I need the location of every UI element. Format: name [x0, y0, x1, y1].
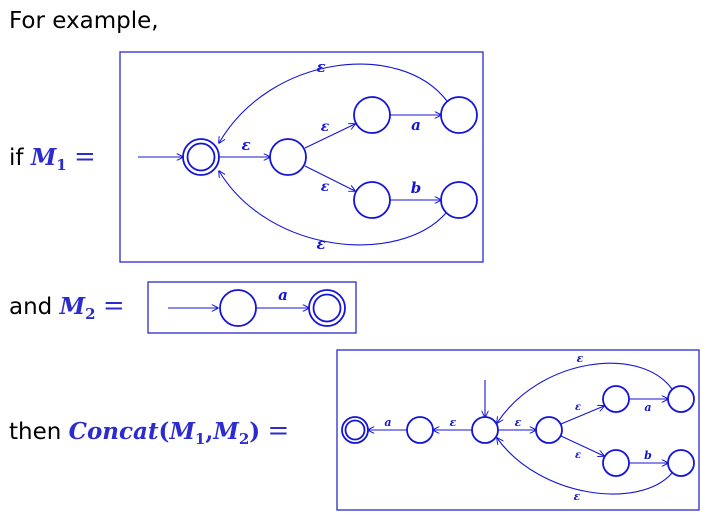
- m1-state-q2: [353, 96, 391, 134]
- concat-label-eps-start: ε: [515, 416, 522, 429]
- m1-equals: =: [74, 142, 96, 172]
- concat-comma: ,: [205, 418, 214, 445]
- concat-state-accept-ring: [344, 419, 366, 441]
- intro-text: For example,: [9, 8, 159, 34]
- m1-state-start-accept-ring: [186, 142, 216, 172]
- m1-symbol: M1: [30, 144, 67, 174]
- concat-label-eps-upper: ε: [575, 402, 581, 413]
- m2-label-a: a: [278, 286, 288, 304]
- m1-edge-q5-start: [219, 171, 447, 246]
- m2-symbol-letter: M: [59, 293, 86, 320]
- m2-state-start: [219, 289, 257, 327]
- concat-edge-q1-q4: [560, 435, 604, 456]
- concat-label-eps-top: ε: [577, 352, 584, 365]
- m2-box: [147, 281, 357, 334]
- concat-label-eps-lower: ε: [575, 450, 581, 461]
- concat-expression: Concat(M1,M2): [68, 418, 261, 448]
- concat-arg1-sub: 1: [194, 430, 206, 448]
- m1-label-eps-top: ε: [316, 58, 325, 76]
- m1-state-q5: [440, 181, 478, 219]
- concat-open: (: [158, 418, 170, 445]
- m1-state-q1: [269, 138, 307, 176]
- concat-label-a: a: [384, 416, 391, 429]
- concat-state-m2-start: [406, 416, 434, 444]
- concat-box: [336, 349, 700, 511]
- concat-edge-q1-q2: [560, 406, 604, 425]
- m2-subscript: 2: [85, 305, 96, 323]
- m1-box: [119, 51, 484, 263]
- concat-state-q2: [602, 385, 630, 413]
- m1-definition: if M1 =: [9, 144, 96, 173]
- concat-definition: then Concat(M1,M2) =: [9, 418, 289, 447]
- m2-definition: and M2 =: [9, 293, 125, 322]
- m1-state-q3: [440, 96, 478, 134]
- m1-label-eps-upper: ε: [321, 119, 330, 135]
- concat-state-m1-start: [471, 416, 499, 444]
- m1-edge-q1-q4: [304, 165, 355, 191]
- concat-close: ): [249, 418, 261, 445]
- concat-func: Concat: [68, 418, 159, 445]
- concat-state-q4: [602, 449, 630, 477]
- m2-equals: =: [102, 291, 125, 321]
- m1-label-eps-start: ε: [241, 136, 250, 154]
- m1-symbol-letter: M: [30, 144, 57, 171]
- m1-prefix: if: [9, 145, 24, 171]
- concat-arg2-sub: 2: [238, 430, 250, 448]
- m1-state-q4: [353, 181, 391, 219]
- m2-state-accept-ring: [312, 293, 342, 323]
- m1-subscript: 1: [56, 156, 67, 174]
- concat-state-q3: [667, 385, 695, 413]
- concat-equals: =: [267, 416, 290, 446]
- m1-edge-q3-start: [219, 63, 448, 143]
- concat-arg2: M: [213, 418, 239, 445]
- m1-label-eps-bottom: ε: [316, 235, 325, 253]
- m1-label-eps-lower: ε: [321, 179, 330, 195]
- concat-arg1: M: [169, 418, 195, 445]
- concat-state-q1: [535, 416, 563, 444]
- m2-symbol: M2: [59, 293, 96, 323]
- concat-prefix: then: [9, 419, 62, 445]
- m1-edge-q1-q2: [304, 124, 355, 149]
- concat-label-b: b: [644, 449, 652, 462]
- m1-label-b: b: [411, 179, 422, 197]
- concat-edge-q5-start: [497, 438, 673, 495]
- concat-edge-q3-start: [497, 362, 673, 423]
- concat-label-a2: a: [644, 401, 651, 414]
- m2-prefix: and: [9, 294, 53, 320]
- m1-label-a: a: [411, 116, 421, 134]
- concat-label-eps-join: ε: [450, 416, 457, 429]
- concat-label-eps-bottom: ε: [574, 490, 581, 503]
- concat-state-q5: [667, 449, 695, 477]
